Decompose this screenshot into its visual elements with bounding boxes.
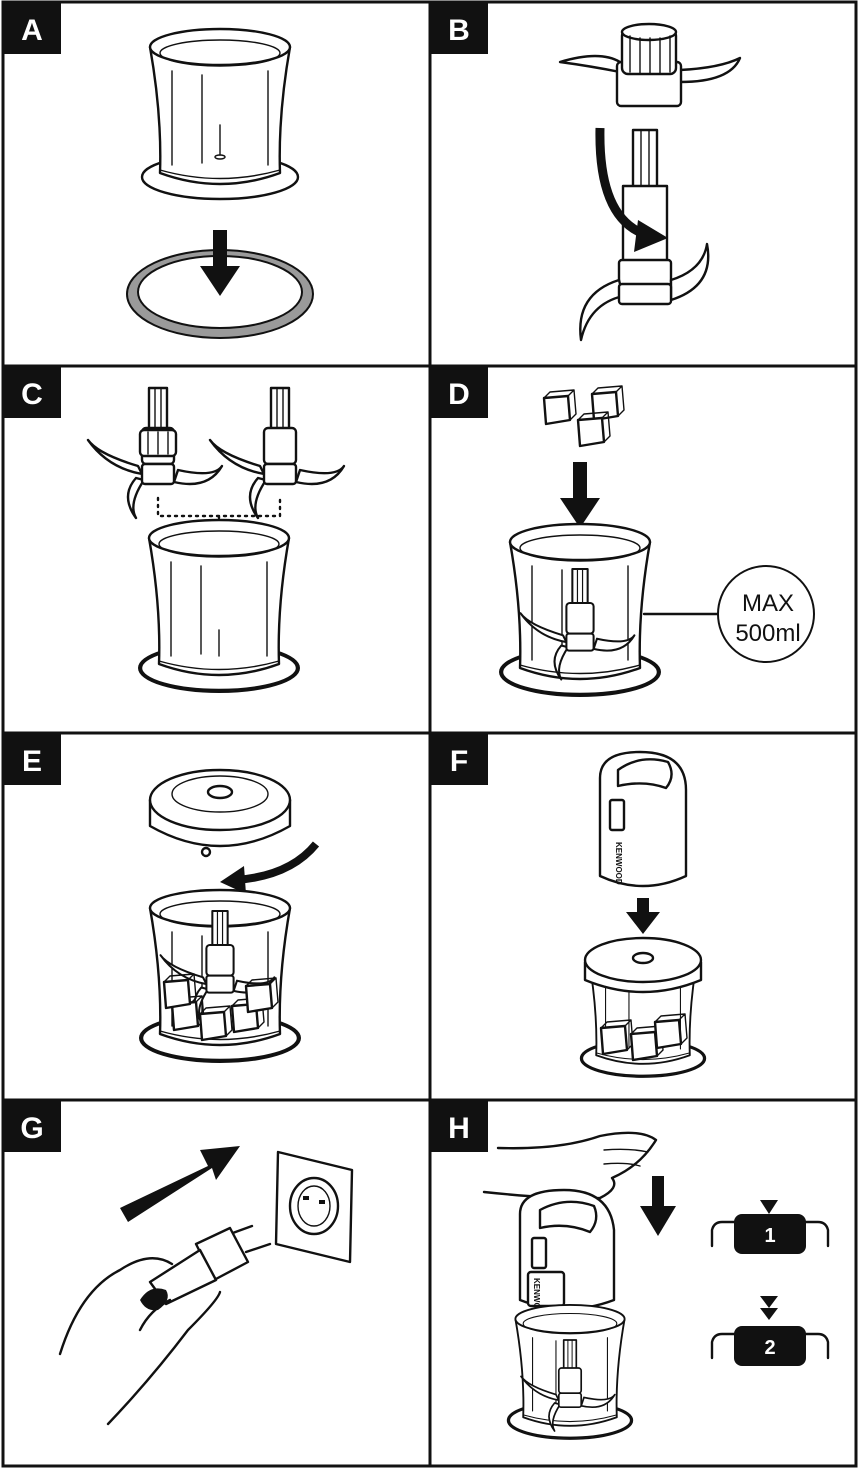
- max-callout: [717, 565, 815, 663]
- diagonal-arrow-icon: [120, 1146, 240, 1222]
- panel-d-label: D: [448, 378, 470, 411]
- panel-b: B: [430, 2, 742, 342]
- brand-label: KENWOOD: [614, 842, 623, 885]
- max-callout-line1: MAX: [742, 590, 794, 617]
- lid-icon: [148, 768, 292, 858]
- panel-c-label-box: [3, 366, 61, 418]
- panel-g: G: [3, 1100, 354, 1426]
- panel-a-label-box: [3, 2, 61, 54]
- curved-arrow-icon: [220, 841, 320, 894]
- ice-cubes-icon: [542, 384, 626, 448]
- panel-d-label-box: [430, 366, 488, 418]
- assembled-chopper-icon: [581, 936, 706, 1077]
- panel-f: F KENWOOD: [430, 733, 705, 1077]
- panel-a-label: A: [21, 14, 43, 47]
- bowl-with-ring-icon: [139, 520, 299, 692]
- panel-h-label: H: [448, 1112, 470, 1145]
- panel-f-label-box: [430, 733, 488, 785]
- bowl-with-blade-icon: [500, 524, 660, 696]
- bowl-icon: [140, 27, 300, 201]
- down-arrow-icon: [560, 462, 600, 528]
- panel-e: E: [3, 733, 320, 1062]
- blade-cap-icon: [558, 22, 742, 108]
- panel-g-label: G: [20, 1112, 43, 1145]
- plug-icon: [140, 1224, 272, 1311]
- panel-e-label-box: [3, 733, 61, 785]
- down-arrow-icon: [640, 1176, 676, 1236]
- brand-label: KENWOOD: [532, 1278, 541, 1321]
- power-unit-icon: KENWOOD: [598, 750, 688, 888]
- panel-d: D MAX 500ml: [430, 366, 815, 696]
- down-arrow-icon: [626, 898, 660, 934]
- blade-unit-with-cap-icon: [86, 386, 224, 520]
- chopper-base-icon: [508, 1305, 633, 1439]
- panel-h-label-box: [430, 1100, 488, 1152]
- panel-f-label: F: [450, 745, 468, 778]
- speed-2-icon: 2: [710, 1296, 830, 1366]
- max-callout-line2: 500ml: [735, 620, 800, 647]
- curved-arrow-icon: [595, 127, 668, 252]
- speed-2-label: 2: [764, 1337, 775, 1359]
- panel-e-label: E: [22, 745, 42, 778]
- speed-1-label: 1: [764, 1225, 775, 1247]
- hand-icon: [482, 1131, 658, 1200]
- blade-unit-icon: [208, 386, 346, 520]
- socket-icon: [274, 1150, 354, 1264]
- panel-b-label: B: [448, 14, 470, 47]
- panel-h: H KENWOOD 1: [430, 1100, 830, 1439]
- panel-c: C: [3, 366, 346, 692]
- hand-icon: [58, 1257, 222, 1426]
- speed-1-icon: 1: [710, 1200, 830, 1254]
- dotted-guide: [156, 496, 282, 582]
- panel-c-label: C: [21, 378, 43, 411]
- panel-g-label-box: [3, 1100, 61, 1152]
- pressed-power-unit-icon: KENWOOD: [518, 1188, 616, 1321]
- bowl-with-ice-icon: [140, 890, 300, 1062]
- panel-a: A: [3, 2, 314, 339]
- down-arrow-icon: [200, 230, 240, 296]
- panel-b-label-box: [430, 2, 488, 54]
